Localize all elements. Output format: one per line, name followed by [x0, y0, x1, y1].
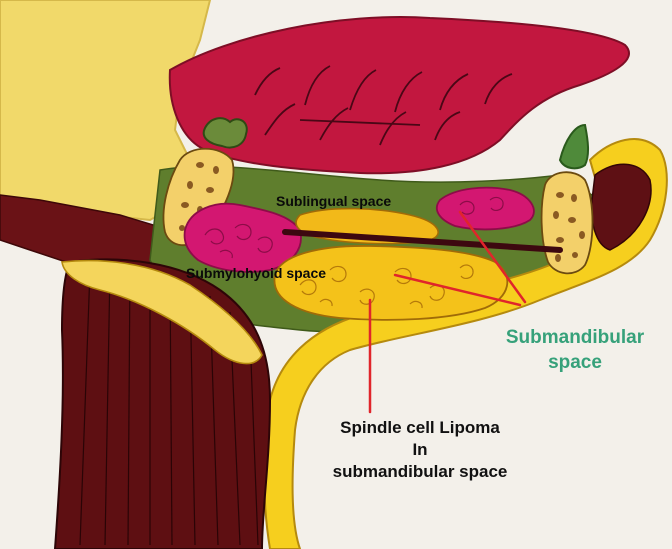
label-lipoma-line-3: submandibular space: [295, 461, 545, 483]
label-submylohyoid-space: Submylohyoid space: [186, 265, 326, 281]
label-sublingual-space: Sublingual space: [276, 193, 391, 209]
label-lipoma-line-1: Spindle cell Lipoma: [295, 417, 545, 439]
left-nodule: [204, 118, 247, 147]
label-lipoma-line-2: In: [295, 439, 545, 461]
label-submandibular-line-2: space: [480, 350, 670, 375]
sublingual-gland-right: [437, 188, 534, 230]
label-submandibular-line-1: Submandibular: [480, 325, 670, 350]
lipoma-mass: [274, 246, 507, 320]
label-spindle-cell-lipoma: Spindle cell Lipoma In submandibular spa…: [295, 417, 545, 483]
label-submandibular-space: Submandibular space: [480, 325, 670, 375]
mandible-cancellous-right: [542, 172, 593, 273]
